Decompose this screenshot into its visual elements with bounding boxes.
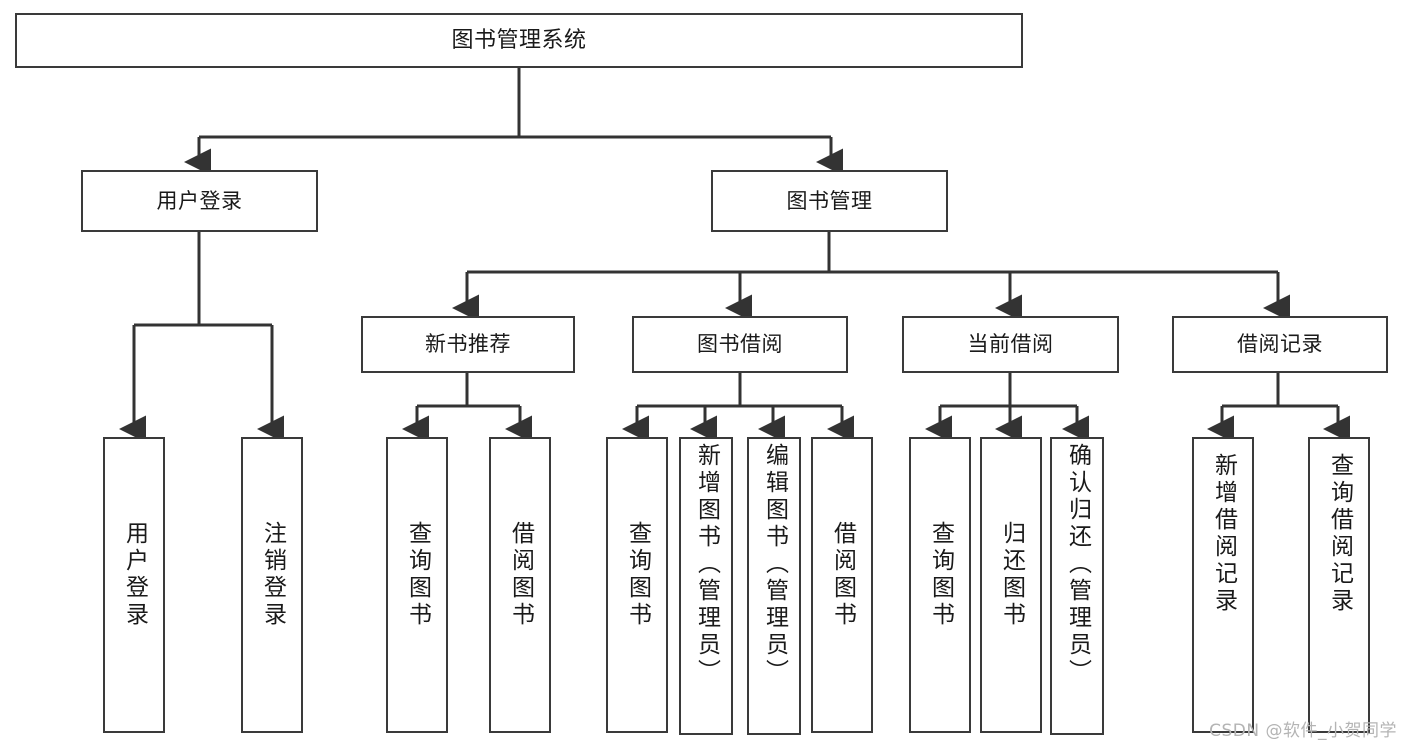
node-root-system[interactable]: 图书管理系统 bbox=[15, 13, 1023, 68]
node-label: 查询借阅记录 bbox=[1326, 453, 1353, 615]
leaf-borrowrecord-add-record[interactable]: 新增借阅记录 bbox=[1192, 437, 1254, 733]
node-book-management[interactable]: 图书管理 bbox=[711, 170, 948, 232]
node-label: 借阅记录 bbox=[1237, 332, 1323, 357]
node-label: 编辑图书（管理员） bbox=[761, 443, 788, 686]
node-label: 归还图书 bbox=[998, 521, 1025, 629]
node-label: 用户登录 bbox=[121, 521, 148, 629]
node-current-borrow[interactable]: 当前借阅 bbox=[902, 316, 1119, 373]
node-label: 新书推荐 bbox=[425, 332, 511, 357]
node-label: 查询图书 bbox=[404, 521, 431, 629]
node-user-login[interactable]: 用户登录 bbox=[81, 170, 318, 232]
node-label: 借阅图书 bbox=[829, 521, 856, 629]
leaf-bookborrow-borrow-book[interactable]: 借阅图书 bbox=[811, 437, 873, 733]
node-label: 注销登录 bbox=[259, 521, 286, 629]
node-label: 借阅图书 bbox=[507, 521, 534, 629]
node-label: 新增图书（管理员） bbox=[693, 443, 720, 686]
leaf-user-login-signin[interactable]: 用户登录 bbox=[103, 437, 165, 733]
leaf-borrowrecord-query-record[interactable]: 查询借阅记录 bbox=[1308, 437, 1370, 733]
node-label: 新增借阅记录 bbox=[1210, 453, 1237, 615]
leaf-bookborrow-edit-book-admin[interactable]: 编辑图书（管理员） bbox=[747, 437, 801, 735]
node-new-book-recommend[interactable]: 新书推荐 bbox=[361, 316, 575, 373]
leaf-bookborrow-query-book[interactable]: 查询图书 bbox=[606, 437, 668, 733]
node-label: 当前借阅 bbox=[967, 332, 1054, 357]
node-label: 用户登录 bbox=[156, 188, 243, 213]
node-book-borrow[interactable]: 图书借阅 bbox=[632, 316, 848, 373]
node-label: 查询图书 bbox=[927, 521, 954, 629]
leaf-bookborrow-add-book-admin[interactable]: 新增图书（管理员） bbox=[679, 437, 733, 735]
node-label: 图书管理 bbox=[786, 188, 873, 213]
node-label: 确认归还（管理员） bbox=[1064, 443, 1091, 686]
leaf-currentborrow-query-book[interactable]: 查询图书 bbox=[909, 437, 971, 733]
leaf-newbook-borrow-book[interactable]: 借阅图书 bbox=[489, 437, 551, 733]
node-label: 图书借阅 bbox=[697, 332, 783, 357]
leaf-currentborrow-return-book[interactable]: 归还图书 bbox=[980, 437, 1042, 733]
leaf-newbook-query-book[interactable]: 查询图书 bbox=[386, 437, 448, 733]
leaf-user-login-signout[interactable]: 注销登录 bbox=[241, 437, 303, 733]
node-label: 查询图书 bbox=[624, 521, 651, 629]
node-borrow-record[interactable]: 借阅记录 bbox=[1172, 316, 1388, 373]
node-label: 图书管理系统 bbox=[451, 27, 587, 53]
leaf-currentborrow-confirm-return-admin[interactable]: 确认归还（管理员） bbox=[1050, 437, 1104, 735]
